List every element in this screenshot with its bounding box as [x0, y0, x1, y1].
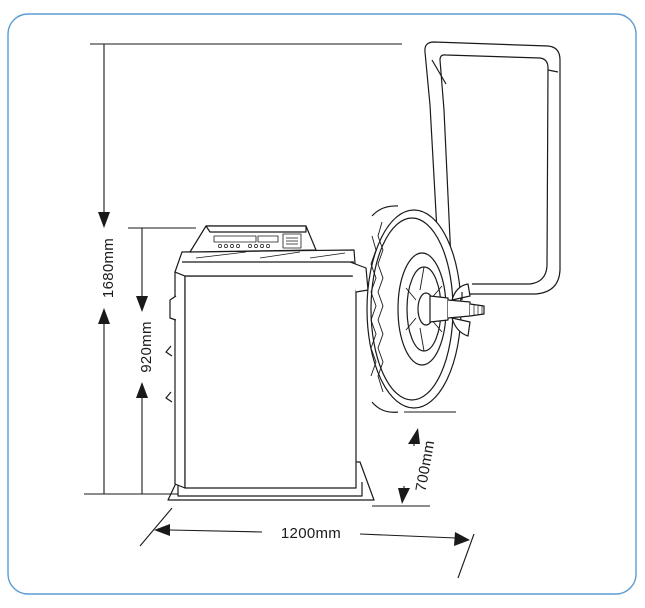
- dimension-arrowheads: [98, 212, 470, 546]
- console-buttons: [218, 237, 298, 248]
- wheel-balancer-machine: [165, 41, 561, 501]
- arrow-right-1200: [454, 532, 470, 546]
- label-width: 1200mm: [281, 525, 341, 542]
- arrow-down-1680: [98, 212, 110, 228]
- label-total-height: 1680mm: [100, 238, 117, 298]
- arrow-down-700: [398, 488, 410, 504]
- arrow-left-1200: [154, 524, 170, 536]
- label-depth: 700mm: [413, 439, 439, 493]
- wheel: [366, 205, 485, 413]
- display-console: [189, 225, 317, 253]
- wheel-guard: [424, 41, 561, 295]
- arrow-up-920: [136, 382, 148, 398]
- label-body-height: 920mm: [138, 321, 155, 373]
- arrow-up-1680: [98, 308, 110, 324]
- cabinet: [165, 249, 375, 501]
- arrow-up-700: [408, 428, 420, 444]
- frame-border: [7, 13, 637, 595]
- arrow-down-920: [136, 296, 148, 312]
